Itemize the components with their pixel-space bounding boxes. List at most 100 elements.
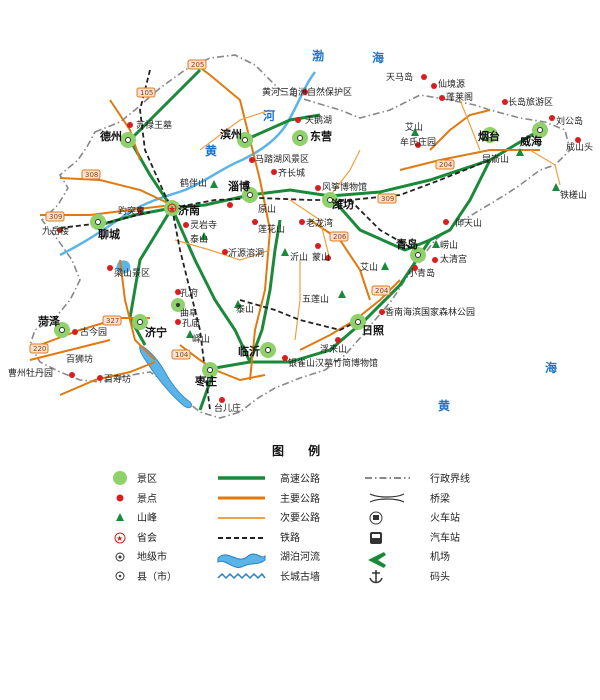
city-jinan: 济南 [178, 203, 200, 217]
legend-main-road: 主要公路 [280, 492, 320, 505]
river-label-huang: 黄 [205, 143, 217, 158]
legend-port: 码头 [430, 571, 450, 583]
spot-label: 曹州牡丹园 [8, 367, 53, 379]
spot-label: 天鹅湖 [305, 114, 332, 126]
sea-label-1: 渤 [312, 48, 324, 63]
spot-label: 昆嵛山 [482, 153, 509, 165]
spot-label: 齐长城 [278, 167, 305, 179]
spot-label: 百狮坊 [66, 353, 93, 365]
city-weifang: 潍坊 [332, 197, 354, 211]
prefecture-city-icon [115, 552, 125, 562]
city-zibo: 淄博 [228, 179, 250, 193]
train-station-icon [369, 511, 383, 525]
spot-label: 孔府 [180, 287, 198, 299]
road-number: 220 [33, 345, 46, 353]
city-liaocheng: 聊城 [98, 227, 120, 241]
lake-weishan [139, 344, 193, 409]
bus-station-icon [370, 532, 382, 544]
legend-great-wall: 长城古墙 [280, 570, 320, 583]
spot-label: 老龙湾 [306, 217, 333, 229]
legend-scenic-area: 景区 [137, 473, 157, 485]
sea-label-4: 黄 [438, 398, 450, 413]
road-number: 204 [439, 161, 453, 169]
city-rizhao: 日照 [362, 324, 384, 337]
city-yantai: 烟台 [478, 129, 500, 143]
spot-label: 沂山 [290, 251, 308, 263]
spot-label: 蓬莱阁 [446, 91, 473, 103]
road-number: 105 [140, 89, 153, 97]
scenic-spot-icon [116, 494, 124, 502]
bridge-icon [369, 493, 405, 503]
peak-label: 泰山 [236, 303, 254, 315]
spot-label: 九岳楼 [42, 225, 69, 237]
city-binzhou: 滨州 [220, 127, 242, 141]
road-number: 204 [375, 287, 389, 295]
legend-boundary: 行政界线 [430, 472, 470, 485]
spot-label: 艾山 [405, 122, 423, 133]
legend-train-station: 火车站 [430, 511, 460, 524]
peak-icon [116, 513, 124, 521]
spot-label: 梁山景区 [114, 267, 150, 279]
provincial-capital-icon: ★ [114, 532, 126, 544]
spot-label: 艾山 [360, 262, 378, 273]
legend-capital: 省会 [137, 531, 157, 544]
river-label-he: 河 [262, 108, 275, 123]
spot-label: 莲花山 [258, 223, 285, 235]
city-dezhou: 德州 [99, 129, 122, 143]
spot-label: 香南海滨国家森林公园 [385, 306, 475, 318]
legend-airport: 机场 [430, 550, 450, 563]
legend-bridge: 桥梁 [430, 492, 450, 505]
legend-secondary-road: 次要公路 [280, 511, 320, 524]
spot-label: 峄山 [192, 333, 210, 345]
spot-label: 趵突泉 [118, 205, 145, 217]
spot-label: 马踏湖风景区 [255, 153, 309, 165]
legend-railway: 铁路 [280, 531, 300, 544]
legend-prefecture: 地级市 [137, 550, 167, 563]
peaks [186, 128, 560, 338]
spot-label: 五莲山 [302, 293, 329, 305]
spot-label: 泰山 [190, 233, 208, 245]
spot-label: 古今园 [80, 326, 107, 338]
spot-label: 灵岩寺 [190, 219, 217, 231]
spot-label: 鹤伴山 [180, 177, 207, 189]
road-number: 206 [333, 233, 347, 241]
legend-lake-river: 湖泊河流 [280, 550, 320, 563]
spot-label: 沂源溶洞 [228, 247, 264, 259]
scenic-spots [57, 74, 581, 403]
spot-label: 苏禄王墓 [136, 119, 172, 131]
lake-river-icon [217, 553, 266, 568]
spot-label: 成山头 [566, 141, 593, 153]
city-weihai: 威海 [520, 134, 542, 148]
city-heze: 菏泽 [38, 314, 60, 328]
spot-label: 崂山 [440, 240, 458, 251]
road-number: 309 [49, 213, 62, 221]
legend-expressway: 高速公路 [280, 472, 320, 485]
spot-label: 原山 [258, 204, 276, 215]
road-number: 308 [85, 171, 98, 179]
spot-label: 浮来山 [320, 343, 347, 355]
spot-label: 孔庙 [182, 317, 200, 329]
port-icon [369, 570, 383, 584]
province-boundary [29, 54, 571, 419]
legend-county: 县（市） [137, 570, 177, 583]
spot-label: 蒙山 [312, 251, 330, 263]
expressways [99, 68, 541, 411]
great-wall-icon [217, 572, 266, 580]
legend: 图 例 ★ 景区 景点 山峰 省会 地级市 县（市） 高速公路 主要公路 次要公… [113, 443, 470, 584]
legend-bus-station: 汽车站 [430, 531, 460, 544]
spot-label: 仰天山 [455, 217, 482, 229]
city-qingdao: 青岛 [396, 237, 418, 251]
scenic-area-icon [113, 471, 127, 485]
road-number: 309 [381, 195, 394, 203]
svg-text:★: ★ [168, 205, 176, 215]
city-qufu: 曲阜 [180, 307, 198, 319]
legend-title: 图 例 [272, 443, 330, 458]
spot-labels: 天马岛 仙境源 蓬莱阁 长岛旅游区 刘公岛 成山头 昆嵛山 牟氏庄园 艾山 黄河… [8, 71, 593, 414]
spot-label: 长岛旅游区 [508, 96, 553, 108]
legend-scenic-spot: 景点 [137, 493, 157, 505]
spot-label: 台儿庄 [214, 402, 241, 414]
spot-label: 黄河三角洲自然保护区 [262, 86, 352, 98]
city-dongying: 东营 [310, 129, 332, 143]
sea-label-2: 海 [372, 50, 384, 65]
